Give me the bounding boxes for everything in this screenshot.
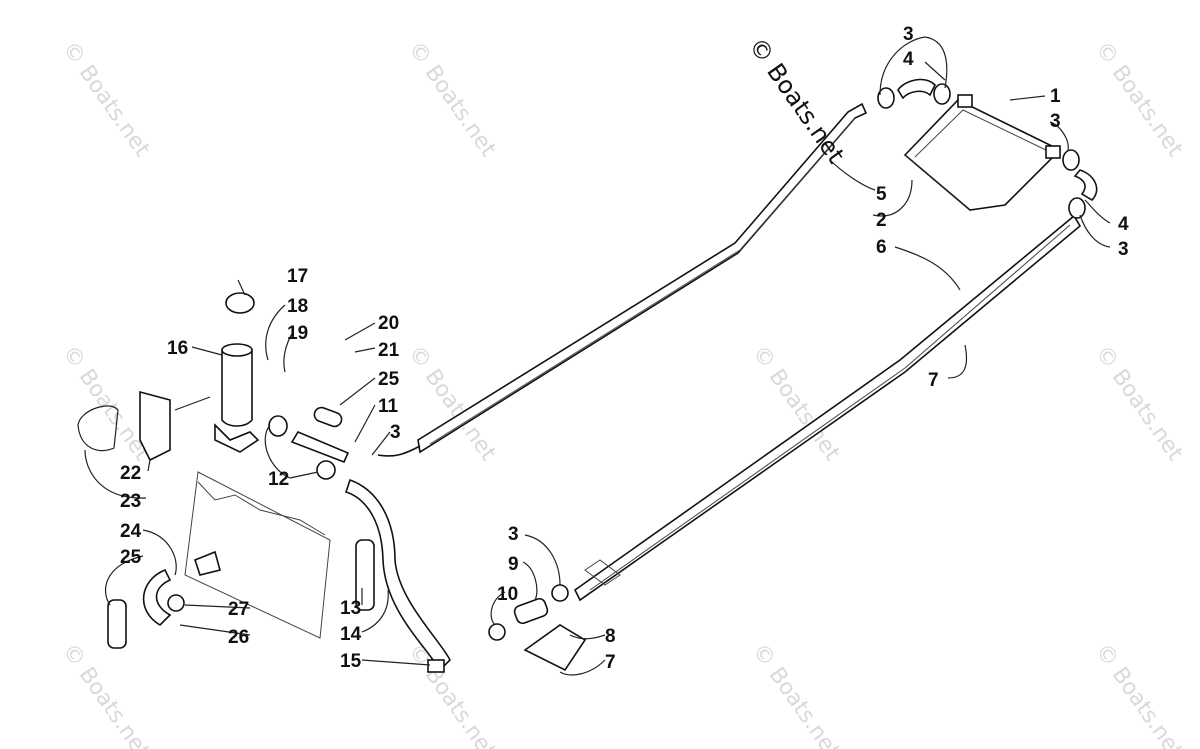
callout-10: 10 [497, 584, 518, 605]
callout-9: 9 [508, 554, 519, 575]
upper-right-hoses [877, 78, 1098, 219]
watermark: © Boats.net [57, 37, 155, 162]
callout-3: 3 [508, 524, 519, 545]
callout-24: 24 [120, 521, 142, 542]
callout-15: 15 [340, 651, 362, 672]
callout-4: 4 [903, 49, 914, 70]
watermark: © Boats.net [1090, 639, 1188, 749]
callout-26: 26 [228, 627, 249, 648]
callout-5: 5 [876, 184, 887, 205]
lower-middle-parts [488, 584, 587, 672]
callout-14: 14 [340, 624, 362, 645]
callout-25: 25 [120, 547, 142, 568]
callout-3: 3 [903, 24, 914, 45]
callout-11: 11 [378, 396, 399, 417]
reservoir-bracket [77, 390, 171, 462]
callout-18: 18 [287, 296, 308, 317]
callout-20: 20 [378, 313, 399, 334]
callout-2: 2 [876, 210, 887, 231]
callout-23: 23 [120, 491, 141, 512]
callout-labels: 1 2 3 3 3 3 3 4 4 5 6 7 7 8 9 10 11 12 1… [120, 24, 1129, 673]
callout-25: 25 [378, 369, 400, 390]
callout-3: 3 [390, 422, 401, 443]
callout-7: 7 [605, 652, 616, 673]
callout-8: 8 [605, 626, 616, 647]
lower-left-hoses [107, 550, 221, 649]
watermark: © Boats.net [403, 37, 501, 162]
callout-4: 4 [1118, 214, 1129, 235]
callout-3: 3 [1050, 111, 1061, 132]
watermark: © Boats.net [1090, 341, 1188, 466]
callout-3: 3 [1118, 239, 1129, 260]
leader-lines [84, 36, 1111, 676]
watermark: © Boats.net [403, 639, 501, 749]
callout-6: 6 [876, 237, 887, 258]
watermark: © Boats.net [1090, 37, 1188, 162]
watermark: © Boats.net [747, 639, 845, 749]
callout-21: 21 [378, 340, 400, 361]
watermark: © Boats.net [57, 639, 155, 749]
callout-13: 13 [340, 598, 361, 619]
cooler-rail-left [377, 102, 868, 457]
center-hoses [268, 406, 451, 673]
callout-19: 19 [287, 323, 308, 344]
cooler-rail-right [573, 214, 1082, 602]
heat-exchanger [903, 94, 1062, 211]
copyright-text: © Boats.net [743, 32, 850, 168]
callout-12: 12 [268, 469, 289, 490]
coolant-reservoir [214, 292, 260, 453]
callout-17: 17 [287, 266, 308, 287]
callout-16: 16 [167, 338, 188, 359]
callout-27: 27 [228, 599, 249, 620]
callout-7: 7 [928, 370, 939, 391]
callout-22: 22 [120, 463, 141, 484]
callout-1: 1 [1050, 86, 1061, 107]
radiator-panel [184, 471, 331, 639]
